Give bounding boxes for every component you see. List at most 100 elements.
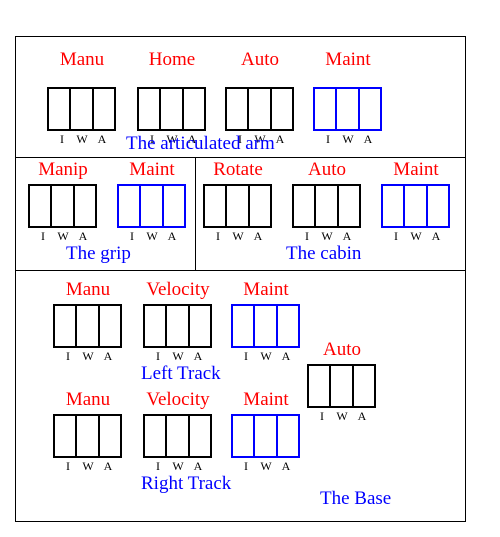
mode-cell-w[interactable] (75, 416, 97, 456)
mode-selector[interactable] (292, 184, 361, 228)
mode-cell-a[interactable] (97, 306, 120, 346)
mode-selector[interactable] (231, 414, 300, 458)
mode-cell-w[interactable] (329, 366, 351, 406)
mode-cell-w[interactable] (335, 89, 357, 129)
mode-title: Auto (308, 159, 346, 180)
mode-cell-a[interactable] (161, 186, 184, 226)
mode-title: Rotate (213, 159, 263, 180)
mode-selector[interactable] (53, 414, 122, 458)
mode-cell-a[interactable] (91, 89, 114, 129)
mode-letters: I W A (230, 350, 302, 363)
mode-cell-i[interactable] (233, 416, 253, 456)
mode-cell-w[interactable] (253, 416, 275, 456)
mode-cell-a[interactable] (187, 306, 210, 346)
mode-cell-w[interactable] (159, 89, 181, 129)
mode-cell-i[interactable] (383, 186, 403, 226)
letter-a: A (281, 459, 291, 473)
mode-cell-i[interactable] (145, 306, 165, 346)
mode-cell-w[interactable] (75, 306, 97, 346)
mode-cell-a[interactable] (269, 89, 292, 129)
mode-selector[interactable] (47, 87, 116, 131)
mode-cell-w[interactable] (69, 89, 91, 129)
mode-selector[interactable] (28, 184, 97, 228)
mode-cell-i[interactable] (233, 306, 253, 346)
mode-selector[interactable] (307, 364, 376, 408)
mode-cell-w[interactable] (50, 186, 72, 226)
mode-selector[interactable] (143, 414, 212, 458)
mode-cell-a[interactable] (275, 416, 298, 456)
mode-cell-a[interactable] (351, 366, 374, 406)
mode-cell-i[interactable] (145, 416, 165, 456)
letter-a: A (103, 459, 113, 473)
mode-selector[interactable] (53, 304, 122, 348)
arm-group-home: Home I W A (136, 49, 208, 146)
letter-a: A (275, 132, 285, 146)
mode-cell-w[interactable] (165, 306, 187, 346)
mode-selector[interactable] (117, 184, 186, 228)
mode-selector[interactable] (231, 304, 300, 348)
right-track-group-maint: Maint I W A (230, 389, 302, 473)
mode-cell-w[interactable] (403, 186, 425, 226)
diagram-frame (15, 36, 466, 522)
mode-letters: I W A (142, 460, 214, 473)
mode-cell-i[interactable] (205, 186, 225, 226)
mode-cell-w[interactable] (314, 186, 336, 226)
letter-w: W (342, 132, 354, 146)
mode-cell-w[interactable] (247, 89, 269, 129)
right-track-group-manu: Manu I W A (52, 389, 124, 473)
letter-a: A (78, 229, 88, 243)
mode-cell-i[interactable] (55, 416, 75, 456)
mode-cell-i[interactable] (315, 89, 335, 129)
mode-cell-w[interactable] (139, 186, 161, 226)
mode-cell-i[interactable] (227, 89, 247, 129)
mode-cell-w[interactable] (165, 416, 187, 456)
mode-cell-i[interactable] (294, 186, 314, 226)
mode-cell-a[interactable] (72, 186, 95, 226)
mode-title: Manu (59, 49, 105, 70)
mode-cell-w[interactable] (253, 306, 275, 346)
letter-w: W (260, 349, 272, 363)
mode-cell-w[interactable] (225, 186, 247, 226)
mode-selector[interactable] (381, 184, 450, 228)
letter-a: A (193, 459, 203, 473)
letter-a: A (253, 229, 263, 243)
letter-i: I (216, 229, 220, 243)
mode-cell-a[interactable] (181, 89, 204, 129)
mode-cell-a[interactable] (357, 89, 380, 129)
mode-cell-a[interactable] (97, 416, 120, 456)
mode-title: Auto (241, 49, 279, 70)
cabin-group-rotate: Rotate I W A (202, 159, 274, 243)
mode-title: Manip (38, 159, 88, 180)
mode-selector[interactable] (313, 87, 382, 131)
mode-cell-a[interactable] (187, 416, 210, 456)
letter-i: I (66, 349, 70, 363)
left-track-group-manu: Manu I W A (52, 279, 124, 363)
mode-title: Manu (65, 279, 111, 300)
letter-i: I (320, 409, 324, 423)
mode-cell-a[interactable] (247, 186, 270, 226)
letter-a: A (281, 349, 291, 363)
mode-selector[interactable] (143, 304, 212, 348)
letter-a: A (187, 132, 197, 146)
mode-selector[interactable] (137, 87, 206, 131)
mode-selector[interactable] (203, 184, 272, 228)
mode-cell-a[interactable] (336, 186, 359, 226)
letter-w: W (166, 132, 178, 146)
mode-cell-i[interactable] (30, 186, 50, 226)
mode-cell-i[interactable] (119, 186, 139, 226)
mode-cell-i[interactable] (139, 89, 159, 129)
mode-cell-i[interactable] (55, 306, 75, 346)
mode-cell-a[interactable] (425, 186, 448, 226)
mode-cell-i[interactable] (309, 366, 329, 406)
mode-letters: I W A (230, 460, 302, 473)
section-caption-base: The Base (320, 488, 392, 509)
section-divider-base (15, 270, 466, 271)
mode-selector[interactable] (225, 87, 294, 131)
mode-cell-i[interactable] (49, 89, 69, 129)
cabin-group-auto: Auto I W A (291, 159, 363, 243)
letter-w: W (146, 229, 158, 243)
left-track-group-maint: Maint I W A (230, 279, 302, 363)
mode-title: Maint (325, 49, 371, 70)
mode-cell-a[interactable] (275, 306, 298, 346)
letter-w: W (232, 229, 244, 243)
